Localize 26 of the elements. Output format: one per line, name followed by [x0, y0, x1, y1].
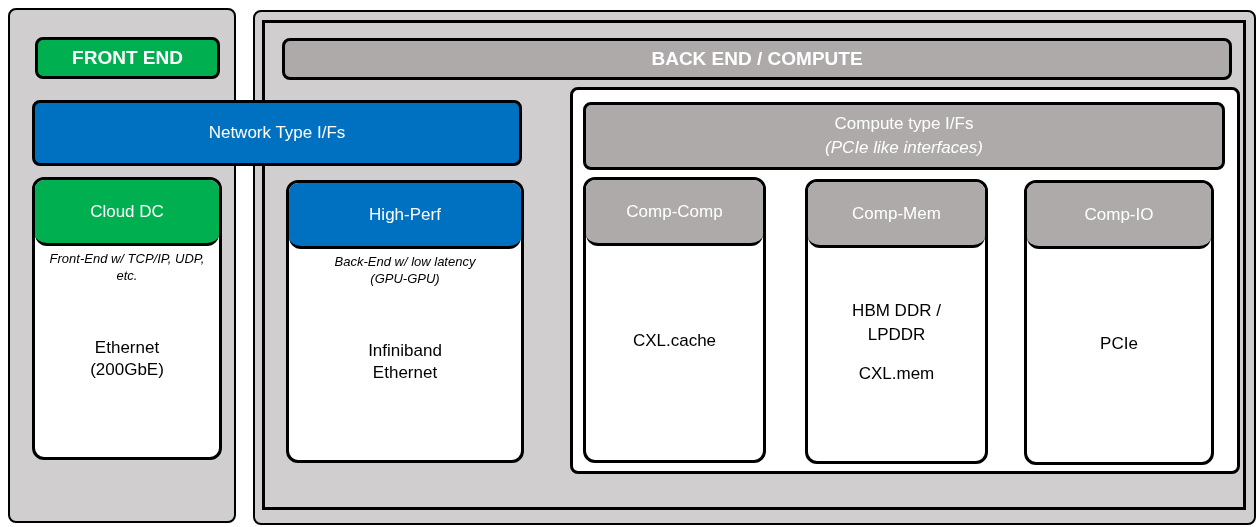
interface-card: [583, 177, 766, 463]
interface-text: PCIe: [1100, 332, 1138, 355]
interface-card: [805, 179, 988, 464]
description-text: Front-End w/ TCP/IP, UDP, etc.: [48, 250, 206, 284]
interface-text: CXL.cache: [632, 330, 717, 353]
interface-text: CXL.mem: [858, 363, 935, 386]
interface-card: [286, 180, 524, 463]
header-bar: BACK END / COMPUTE: [282, 38, 1232, 80]
description-text: Back-End w/ low latency (GPU-GPU): [333, 253, 477, 287]
title-text: Compute type I/Fs: [834, 113, 974, 135]
header-bar: [583, 102, 1225, 170]
subtitle-text: (PCIe like interfaces): [825, 137, 983, 159]
interface-text: Ethernet: [372, 361, 438, 383]
interface-card: [1024, 180, 1214, 465]
interface-card: [32, 177, 222, 460]
header-bar: Network Type I/Fs: [32, 100, 522, 166]
card-header: Cloud DC: [35, 180, 219, 246]
card-header: High-Perf: [289, 183, 521, 249]
group-background: [570, 87, 1240, 474]
interface-text: Infiniband: [368, 340, 442, 362]
card-header: Comp-Mem: [808, 182, 985, 248]
card-header: Comp-Comp: [586, 180, 763, 246]
card-header: Comp-IO: [1027, 183, 1211, 249]
interface-text: Ethernet (200GbE): [89, 337, 165, 380]
interface-text: HBM DDR / LPDDR: [851, 300, 942, 346]
header-bar: FRONT END: [35, 37, 220, 79]
